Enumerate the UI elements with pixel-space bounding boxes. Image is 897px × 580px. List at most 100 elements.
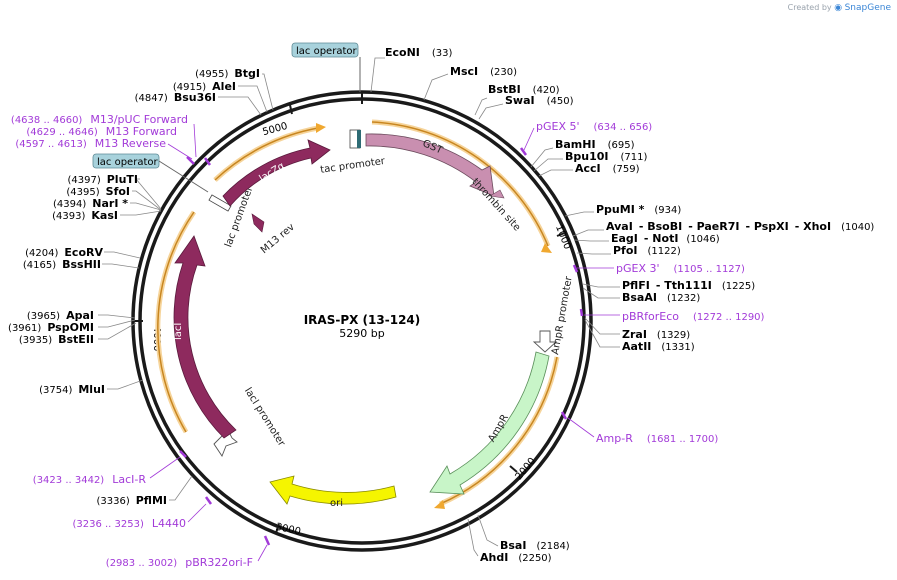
lac-operator-top-text: lac operator xyxy=(296,46,357,57)
laci-promoter-label: lacI promoter xyxy=(242,386,287,449)
plasmid-name: IRAS-PX (13-124) xyxy=(304,313,421,327)
enzyme-pspomi: (3961)PspOMI xyxy=(8,321,94,334)
enzyme-noti-group: EagI- NotI(1046) xyxy=(611,232,720,245)
thrombin-site-marker xyxy=(489,189,505,199)
enzyme-aatii: AatII(1331) xyxy=(622,340,695,353)
leader-zrai xyxy=(584,317,620,335)
primer-mark-pgex3 xyxy=(572,264,579,273)
enzyme-apai: (3965)ApaI xyxy=(27,309,94,322)
enzyme-nari: (4394)NarI * xyxy=(53,197,128,210)
lacza-feature xyxy=(222,139,331,207)
snapgene-logo-icon: ◉ xyxy=(834,3,843,13)
enzyme-ppumi: PpuMI *(934) xyxy=(596,203,681,216)
laci-feature xyxy=(173,235,237,439)
enzyme-bsu36i: (4847)Bsu36I xyxy=(135,91,216,104)
orf-arc-lacz-line xyxy=(214,127,319,181)
leader-bstbi xyxy=(474,97,488,116)
leader-avai xyxy=(572,229,604,237)
leader-econi xyxy=(370,57,385,93)
ori-feature xyxy=(269,475,397,505)
leader-nari xyxy=(130,202,162,211)
enzyme-ecorv: (4204)EcoRV xyxy=(25,246,103,259)
primer-ampr: Amp-R(1681 .. 1700) xyxy=(596,432,718,445)
leader-eagi xyxy=(573,239,609,242)
primer-l4440: (3236 .. 3253)L4440 xyxy=(72,517,186,530)
leader-ecorv xyxy=(104,251,141,259)
leader-bsaai xyxy=(582,287,620,299)
orf-arrowhead-top xyxy=(541,243,552,253)
leader-bsu36i xyxy=(218,96,262,116)
leader-apai xyxy=(98,314,136,319)
leader-pspomi xyxy=(98,319,136,328)
leader-bsai xyxy=(477,514,499,547)
ampr-promoter-label: AmpR promoter xyxy=(550,275,575,356)
lac-promoter-marker xyxy=(208,194,232,212)
leader-bsshii xyxy=(102,263,140,269)
leader-pflfi xyxy=(582,283,620,288)
ori-label: ori xyxy=(330,498,343,509)
enzyme-btgi: (4955)BtgI xyxy=(195,67,260,80)
orf-arc-top-line xyxy=(371,121,549,247)
primer-m13-reverse: (4597 .. 4613)M13 Reverse xyxy=(15,137,166,150)
enzyme-pflmi: (3336)PflMI xyxy=(96,494,167,507)
enzyme-bsai: BsaI(2184) xyxy=(500,539,570,552)
leader-pflmi xyxy=(169,475,193,501)
leader-alei xyxy=(238,85,268,113)
plasmid-size: 5290 bp xyxy=(339,327,384,340)
primer-mark-pgex5 xyxy=(519,147,528,156)
m13rev-label: M13 rev xyxy=(259,222,297,257)
primer-laci-r: (3423 .. 3442)LacI-R xyxy=(33,473,147,486)
primer-markers xyxy=(179,147,584,546)
primer-m13-puc-forward: (4638 .. 4660)M13/pUC Forward xyxy=(11,113,188,126)
primer-pgex3: pGEX 3'(1105 .. 1127) xyxy=(616,262,745,275)
enzyme-econi: EcoNI(33) xyxy=(385,46,453,59)
leader-bamhi xyxy=(530,147,554,168)
primer-mark-m13rev xyxy=(186,156,195,165)
lac-operator-left-leader xyxy=(158,160,209,193)
primer-leader-pbr322ori xyxy=(257,544,268,562)
primer-leaders xyxy=(149,123,620,562)
leader-ahdi xyxy=(467,518,479,557)
m13rev-marker xyxy=(251,213,265,233)
primer-leader-laci-r xyxy=(149,456,181,479)
lac-operator-top-box xyxy=(291,42,359,58)
ampr-promoter-arrow xyxy=(532,330,558,353)
enzyme-mlui: (3754)MluI xyxy=(39,383,105,396)
primer-leader-m13 xyxy=(193,123,197,158)
enzyme-bsteii: (3935)BstEII xyxy=(19,333,94,346)
credit-brand: SnapGene xyxy=(844,3,891,13)
leader-msci xyxy=(423,73,449,101)
primer-m13-forward: (4629 .. 4646)M13 Forward xyxy=(26,125,177,138)
leader-pfoi xyxy=(576,252,611,255)
thrombin-label: thrombin site xyxy=(469,176,522,233)
primer-leader-ampr xyxy=(567,417,595,438)
enzyme-sfoi: (4395)SfoI xyxy=(66,185,130,198)
credit-prefix: Created by xyxy=(787,3,832,12)
enzyme-acci: AccI(759) xyxy=(575,162,640,175)
primer-pgex5: pGEX 5'(634 .. 656) xyxy=(536,120,652,133)
enzyme-bamhi: BamHI(695) xyxy=(555,138,635,151)
primer-pbrforeco: pBRforEco(1272 .. 1290) xyxy=(622,310,765,323)
enzyme-msci: MscI(230) xyxy=(450,65,517,78)
tick-label-3000: 3000 xyxy=(275,522,302,538)
tick-3000 xyxy=(275,523,280,534)
enzyme-xhoi-group: AvaI- BsoBI- PaeR7I- PspXI- XhoI(1040) xyxy=(606,220,874,233)
tick-marks xyxy=(134,92,568,534)
primer-mark-pbr322ori xyxy=(263,535,271,546)
enzyme-swai: SwaI(450) xyxy=(505,94,574,107)
leader-ppumi xyxy=(564,211,594,217)
leader-mlui xyxy=(107,379,144,390)
leader-kasi xyxy=(120,210,162,216)
snapgene-credit: Created by ◉ SnapGene xyxy=(788,3,891,13)
primer-pbr322ori: (2983 .. 3002)pBR322ori-F xyxy=(106,556,253,569)
enzyme-alei: (4915)AleI xyxy=(173,80,236,93)
enzyme-tth111i-group: PflFI- Tth111I(1225) xyxy=(622,279,755,292)
tick-2000 xyxy=(509,465,518,473)
leader-sfoi xyxy=(132,190,162,211)
primer-mark-m13fwd xyxy=(203,157,212,166)
enzyme-pfoi: PfoI(1122) xyxy=(613,244,681,257)
leader-swai xyxy=(478,103,504,120)
orf-arc-left-line xyxy=(157,211,195,433)
primer-leader-m13rev xyxy=(167,143,193,160)
